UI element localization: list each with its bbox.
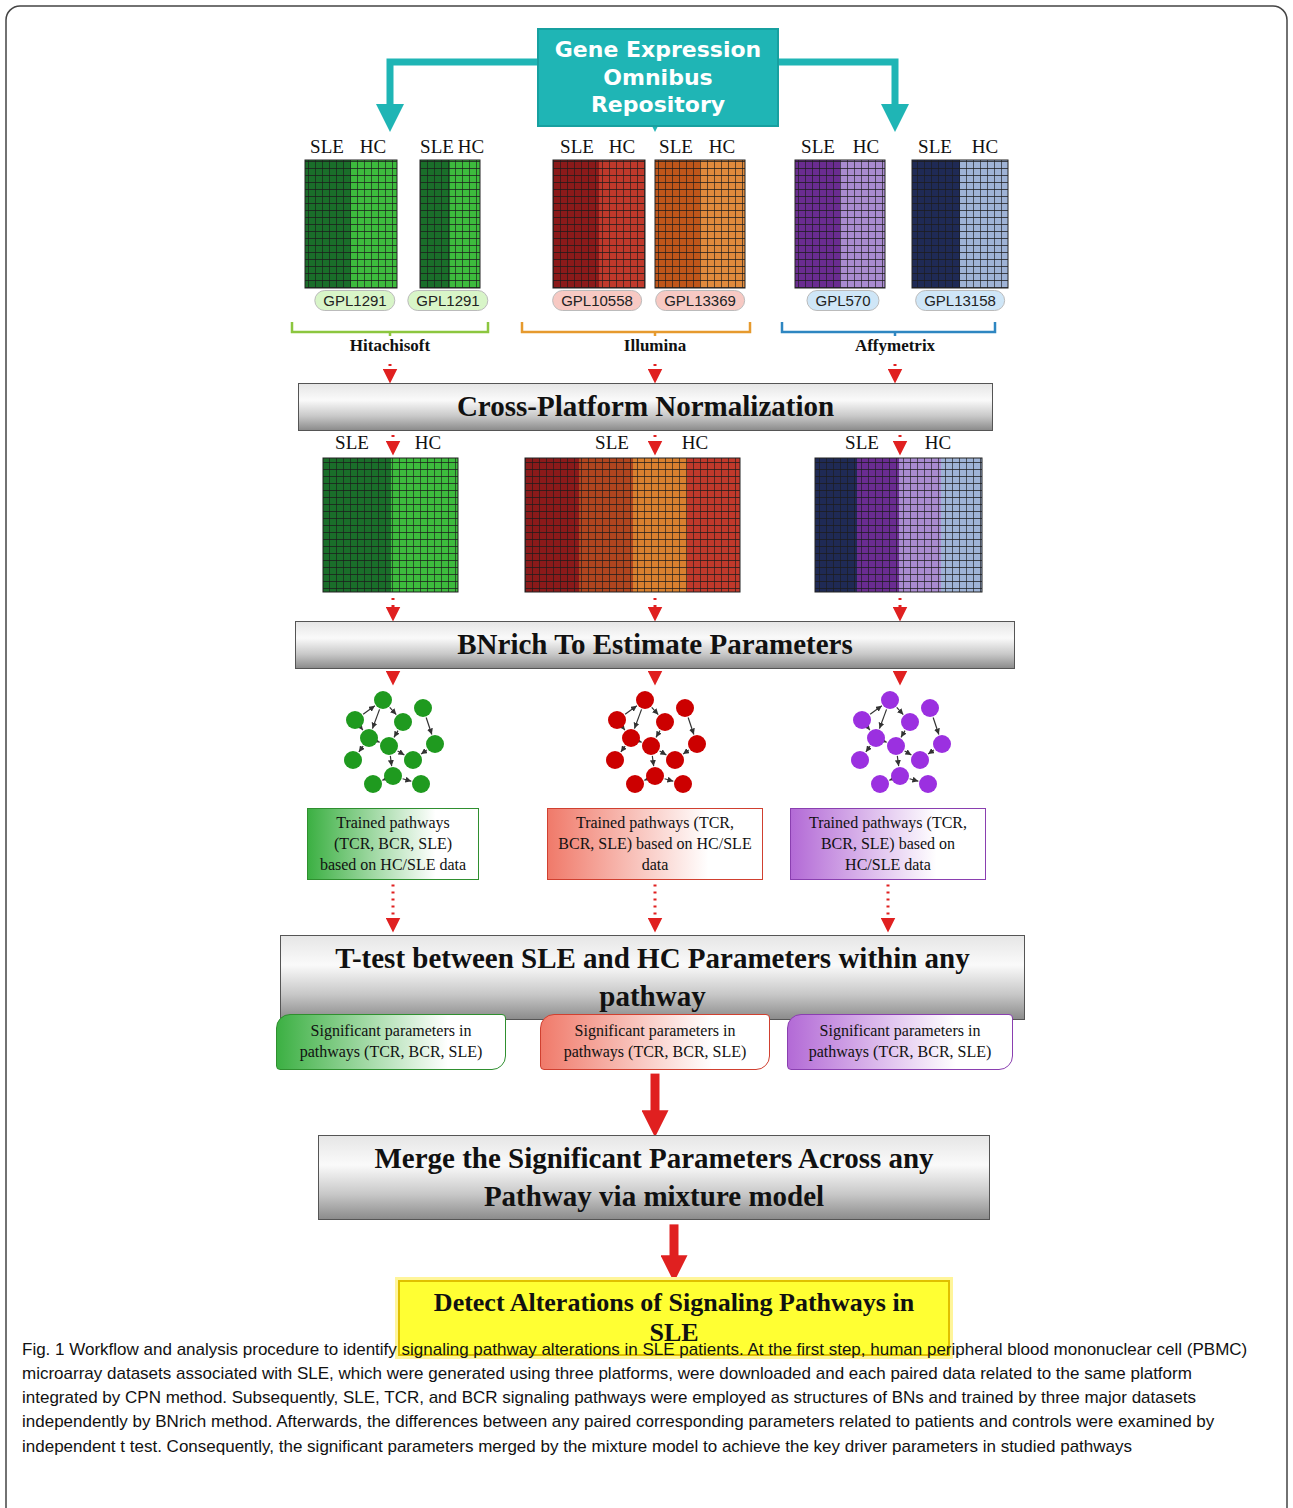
flow-arrow [670,1224,679,1266]
process-band: BNrich To Estimate Parameters [295,621,1015,669]
column-label: HC [972,136,998,158]
node-text: T-test between SLE and HC Parameters wit… [291,940,1014,1015]
column-label: SLE [659,136,693,158]
column-label: SLE [918,136,952,158]
node-text: Merge the Significant Parameters Across … [329,1140,979,1215]
node-text: Detect Alterations of Signaling Pathways… [410,1288,938,1348]
column-label: SLE [845,432,879,454]
node-text: BNrich To Estimate Parameters [457,626,852,664]
node-text: Trained pathways (TCR, BCR, SLE) based o… [799,813,977,875]
column-label: SLE [420,136,454,158]
merged-matrix [323,458,982,592]
node-text: Gene Expression Omnibus Repository [549,36,767,119]
column-label: SLE [801,136,835,158]
node-text: GPL10558 [561,292,633,309]
matrix [305,160,1008,288]
pathway-box: Trained pathways (TCR, BCR, SLE) based o… [307,808,479,880]
column-label: HC [458,136,484,158]
node-text: Significant parameters in pathways (TCR,… [802,1021,998,1063]
node-text: Significant parameters in pathways (TCR,… [555,1021,755,1063]
flow-arrow [392,884,395,925]
source-box: Gene Expression Omnibus Repository [537,28,779,127]
process-band: Merge the Significant Parameters Across … [318,1135,990,1220]
figure-caption: Fig. 1 Workflow and analysis procedure t… [22,1338,1267,1459]
platform-pill: GPL570 [806,290,879,311]
node-text: GPL1291 [323,292,386,309]
column-label: SLE [335,432,369,454]
node-text: Trained pathways (TCR, BCR, SLE) based o… [316,813,470,875]
column-label: SLE [595,432,629,454]
column-label: HC [360,136,386,158]
flow-arrow [887,884,890,925]
node-text: Significant parameters in pathways (TCR,… [291,1021,491,1063]
network [344,691,951,793]
platform-pill: GPL1291 [407,290,488,311]
column-label: SLE [560,136,594,158]
column-label: HC [682,432,708,454]
column-label: SLE [310,136,344,158]
node-text: GPL13369 [664,292,736,309]
flow-arrow [654,884,657,925]
pathway-box: Trained pathways (TCR, BCR, SLE) based o… [547,808,763,880]
pathway-box: Trained pathways (TCR, BCR, SLE) based o… [790,808,986,880]
platform-pill: GPL13369 [655,290,745,311]
result-scroll: Significant parameters in pathways (TCR,… [276,1014,506,1070]
result-scroll: Significant parameters in pathways (TCR,… [787,1014,1013,1070]
platform-pill: GPL13158 [915,290,1005,311]
platform-name: Hitachisoft [350,336,430,356]
node-text: GPL570 [815,292,870,309]
platform-pill: GPL1291 [314,290,395,311]
node-text: Cross-Platform Normalization [457,388,834,426]
platform-name: Affymetrix [855,336,935,356]
result-scroll: Significant parameters in pathways (TCR,… [540,1014,770,1070]
platform-name: Illumina [624,336,686,356]
process-band: Cross-Platform Normalization [298,383,993,431]
column-label: HC [853,136,879,158]
column-label: HC [709,136,735,158]
column-label: HC [609,136,635,158]
node-text: Trained pathways (TCR, BCR, SLE) based o… [556,813,754,875]
flow-arrow [651,1074,660,1121]
platform-pill: GPL10558 [552,290,642,311]
node-text: GPL13158 [924,292,996,309]
node-text: GPL1291 [416,292,479,309]
process-band: T-test between SLE and HC Parameters wit… [280,935,1025,1020]
column-label: HC [925,432,951,454]
column-label: HC [415,432,441,454]
